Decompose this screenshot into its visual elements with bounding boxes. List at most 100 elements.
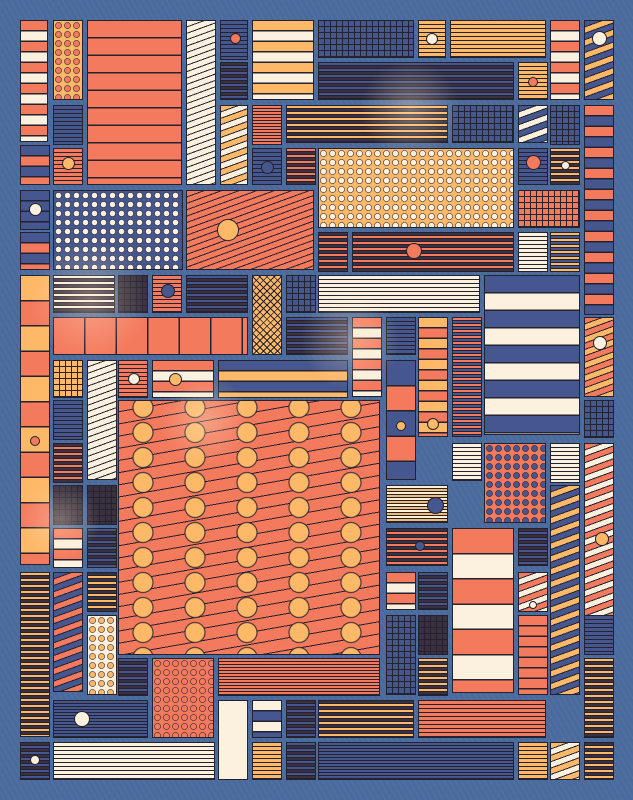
pattern-tile [53,528,83,568]
pattern-tile [518,148,548,185]
pattern-tile [53,317,248,355]
pattern-tile [53,572,83,692]
pattern-tile [318,20,414,58]
pattern-tile [53,360,83,398]
circle-mark [217,219,239,241]
circle-mark [592,31,607,46]
pattern-tile [218,658,380,696]
pattern-tile [318,148,514,228]
pattern-tile [550,148,580,185]
circle-mark [415,541,425,551]
pattern-tile [352,232,514,272]
pattern-tile [252,742,282,780]
pattern-tile [584,20,614,100]
pattern-tile [352,317,382,397]
pattern-tile [484,275,580,435]
pattern-tile [518,62,548,100]
pattern-tile [53,400,83,440]
pattern-tile [584,105,614,315]
pattern-tile [286,105,448,143]
pattern-tile [318,275,480,313]
pattern-tile [450,20,546,58]
pattern-tile [220,20,248,60]
pattern-tile [87,615,117,695]
circle-mark [169,373,182,386]
pattern-tile [53,105,83,145]
pattern-tile [53,742,215,780]
pattern-tile [118,400,380,655]
pattern-tile [252,148,282,185]
pattern-tile [20,232,50,270]
pattern-tile [53,20,83,100]
pattern-tile [252,20,314,100]
pattern-tile [20,145,50,185]
pattern-tile [452,443,482,481]
pattern-tile [518,742,548,780]
pattern-tile [87,572,117,612]
circle-mark [561,161,570,170]
pattern-tile [452,105,514,143]
pattern-tile [186,20,216,185]
pattern-tile [550,443,580,483]
pattern-tile [550,105,580,145]
circle-mark [128,373,140,385]
circle-mark [161,284,175,298]
pattern-tile [152,658,214,738]
pattern-tile [218,360,348,398]
pattern-tile [286,275,316,313]
pattern-tile [386,360,416,480]
pattern-tile [386,528,448,566]
pattern-tile [118,658,148,696]
pattern-tile [286,700,316,738]
pattern-tile [20,190,50,230]
pattern-tile [286,742,316,780]
circle-mark [595,532,609,546]
pattern-tile [286,317,348,355]
pattern-tile [418,615,448,655]
pattern-tile [87,20,182,185]
pattern-tile [186,275,248,313]
pattern-tile [584,317,614,397]
pattern-tile [20,275,50,565]
circle-mark [396,421,406,431]
circle-mark [29,203,42,216]
pattern-tile [286,148,316,185]
pattern-tile [318,700,414,738]
pattern-tile [418,20,446,58]
pattern-tile [484,443,546,523]
circle-mark [74,711,90,727]
pattern-tile [20,742,50,780]
pattern-tile [386,615,416,695]
pattern-tile [584,615,614,655]
pattern-tile [452,528,514,693]
pattern-tile [418,658,448,696]
pattern-tile [518,232,548,272]
pattern-tile [584,443,614,618]
circle-mark [427,497,444,514]
pattern-tile [386,572,416,610]
pattern-tile [186,190,314,270]
pattern-tile [550,485,580,695]
pattern-tile [318,62,514,100]
pattern-tile [118,275,148,313]
circle-mark [593,336,607,350]
pattern-tile [584,658,614,738]
pattern-tile [518,572,548,612]
circle-mark [426,33,438,45]
pattern-tile [218,700,248,780]
pattern-tile [252,105,282,145]
pattern-tile [53,190,183,270]
pattern-tile [452,317,482,437]
pattern-tile [252,275,282,355]
pattern-tile [118,360,148,398]
pattern-tile [220,105,248,185]
pattern-tile [584,400,614,438]
pattern-tile [318,232,348,272]
circle-mark [528,77,538,87]
pattern-tile [220,62,248,100]
pattern-tile [550,20,580,100]
circle-mark [427,418,439,430]
circle-mark [30,755,40,765]
pattern-tile [20,20,48,142]
